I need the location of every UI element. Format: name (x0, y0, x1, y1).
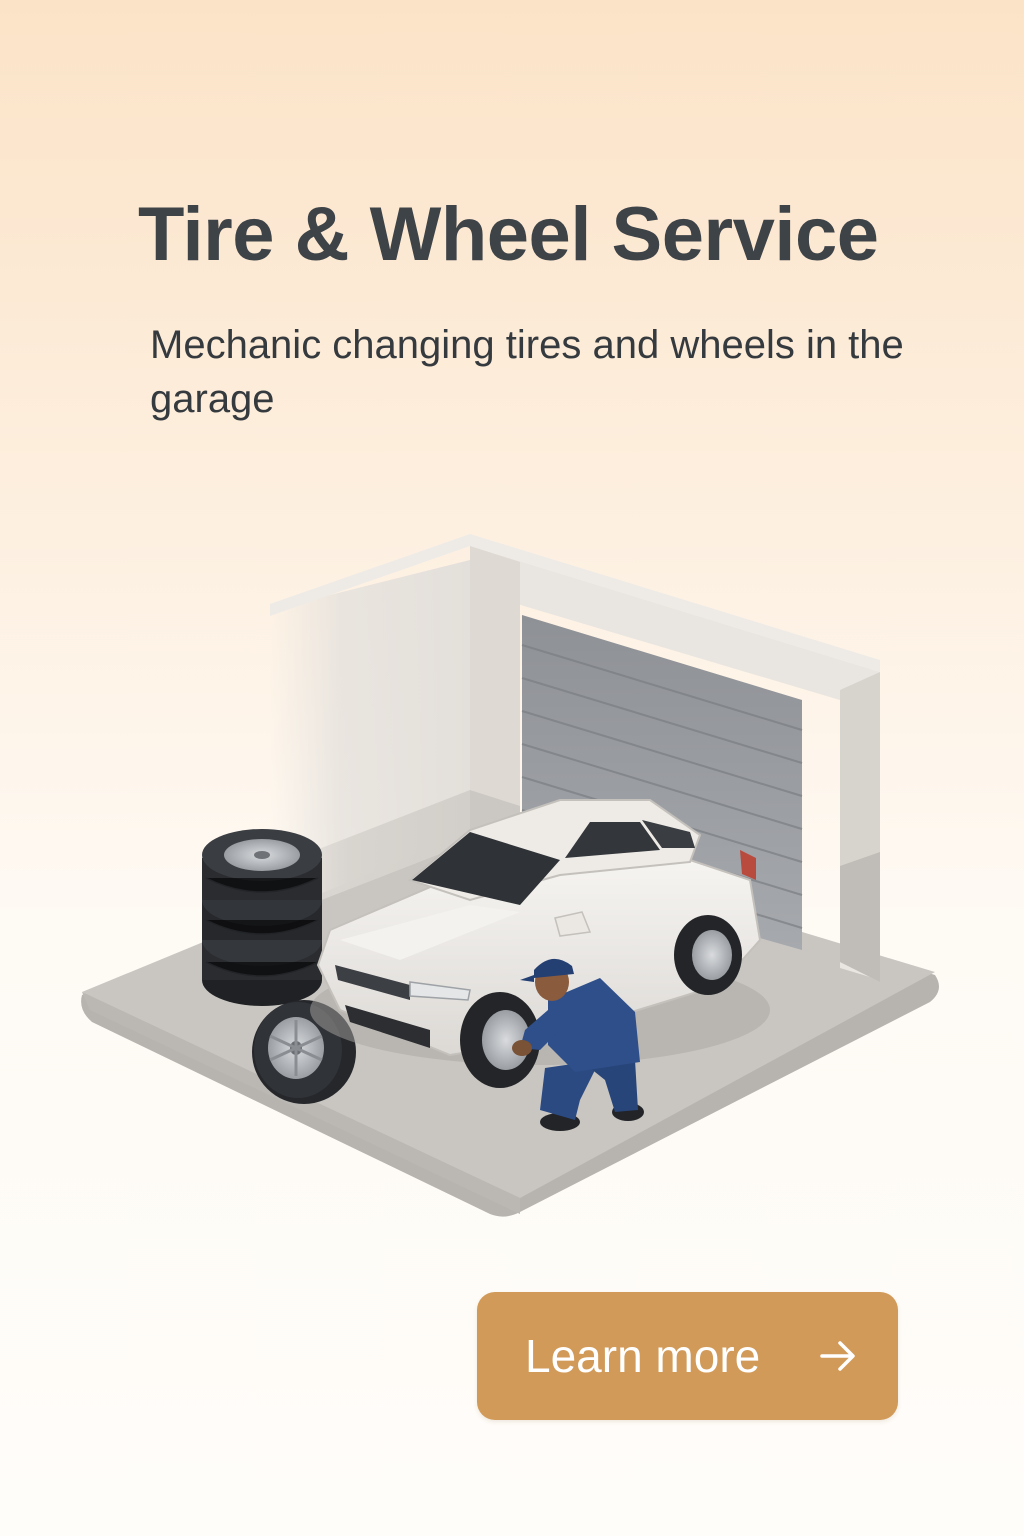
arrow-right-icon (820, 1341, 855, 1371)
learn-more-label: Learn more (525, 1330, 761, 1382)
garage-illustration (81, 534, 940, 1217)
page-subtitle: Mechanic changing tires and wheels in th… (150, 323, 904, 421)
learn-more-button[interactable]: Learn more (477, 1292, 898, 1420)
page-title: Tire & Wheel Service (138, 192, 879, 277)
